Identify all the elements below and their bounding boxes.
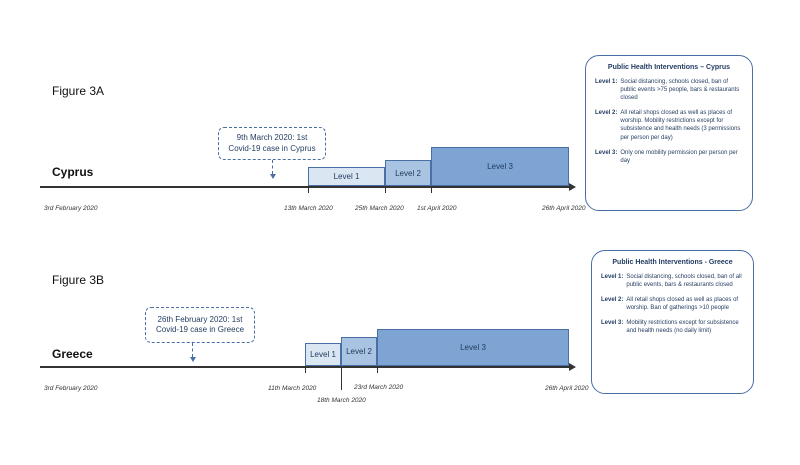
figure-3b-title: Figure 3B bbox=[52, 273, 105, 287]
level-3-bar-greece: Level 3 bbox=[377, 329, 569, 366]
callout-pointer-tip bbox=[190, 357, 196, 362]
timeline-axis-cyprus bbox=[40, 186, 570, 188]
intervention-item: Level 1: Social distancing, schools clos… bbox=[601, 273, 744, 289]
first-case-callout-cyprus: 9th March 2020: 1st Covid-19 case in Cyp… bbox=[218, 127, 326, 160]
item-label: Level 1: bbox=[601, 274, 624, 280]
date-level3-cyprus: 1st April 2020 bbox=[417, 205, 457, 212]
item-label: Level 3: bbox=[601, 320, 624, 327]
callout-pointer bbox=[192, 343, 193, 357]
callout-line-2: Covid-19 case in Cyprus bbox=[228, 143, 316, 153]
level-3-bar-cyprus: Level 3 bbox=[431, 147, 569, 186]
date-start-greece: 3rd February 2020 bbox=[44, 385, 98, 392]
intervention-item: Level 2: All retail shops closed as well… bbox=[595, 109, 743, 141]
timeline-arrowhead bbox=[569, 363, 576, 371]
date-level2-greece: 18th March 2020 bbox=[317, 397, 366, 404]
item-text: Mobility restrictions except for subsist… bbox=[626, 320, 739, 335]
callout-pointer bbox=[272, 160, 273, 174]
date-level1-greece: 11th March 2020 bbox=[268, 385, 317, 392]
level-2-bar-cyprus: Level 2 bbox=[385, 160, 431, 186]
level-1-bar-cyprus: Level 1 bbox=[308, 167, 385, 186]
item-label: Level 3: bbox=[595, 149, 618, 156]
panel-title: Public Health Interventions – Cyprus bbox=[607, 64, 731, 71]
intervention-item: Level 1: Social distancing, schools clos… bbox=[595, 78, 743, 102]
timeline-tick bbox=[385, 186, 386, 193]
item-text: All retail shops closed as well as place… bbox=[620, 110, 741, 141]
item-label: Level 2: bbox=[595, 110, 618, 117]
date-level2-cyprus: 25th March 2020 bbox=[355, 205, 404, 212]
date-start-cyprus: 3rd February 2020 bbox=[44, 205, 98, 212]
item-text: Only one mobility permission per person … bbox=[620, 149, 738, 164]
level-2-bar-greece: Level 2 bbox=[341, 337, 377, 366]
item-text: Social distancing, schools closed, ban o… bbox=[620, 79, 740, 102]
first-case-callout-greece: 26th February 2020: 1st Covid-19 case in… bbox=[145, 307, 255, 343]
timeline-tick bbox=[431, 186, 432, 193]
timeline-tick bbox=[341, 366, 342, 390]
intervention-item: Level 2: All retail shops closed as well… bbox=[601, 296, 744, 312]
timeline-tick bbox=[305, 366, 306, 373]
intervention-item: Level 3: Mobility restrictions except fo… bbox=[601, 319, 744, 335]
callout-pointer-tip bbox=[270, 174, 276, 179]
callout-line-2: Covid-19 case in Greece bbox=[155, 325, 245, 334]
timeline-arrowhead bbox=[569, 183, 576, 191]
timeline-tick bbox=[377, 366, 378, 373]
figure-3a-title: Figure 3A bbox=[52, 84, 105, 98]
item-label: Level 1: bbox=[595, 79, 618, 85]
item-text: Social distancing, schools closed, ban o… bbox=[626, 274, 742, 289]
date-level3-greece: 23rd March 2020 bbox=[354, 384, 404, 391]
intervention-item: Level 3: Only one mobility permission pe… bbox=[595, 149, 743, 165]
interventions-panel-greece: Public Health Interventions - Greece Lev… bbox=[591, 250, 754, 394]
timeline-tick bbox=[308, 186, 309, 193]
item-text: All retail shops closed as well as place… bbox=[626, 297, 739, 312]
item-label: Level 2: bbox=[601, 297, 624, 304]
country-label-greece: Greece bbox=[52, 347, 93, 361]
callout-line-1: 26th February 2020: 1st bbox=[157, 314, 243, 324]
callout-line-1: 9th March 2020: 1st bbox=[236, 133, 308, 143]
country-label-cyprus: Cyprus bbox=[52, 165, 94, 179]
panel-title: Public Health Interventions - Greece bbox=[612, 259, 733, 266]
date-level1-cyprus: 13th March 2020 bbox=[284, 205, 333, 212]
interventions-panel-cyprus: Public Health Interventions – Cyprus Lev… bbox=[585, 55, 753, 211]
date-end-greece: 26th April 2020 bbox=[545, 385, 589, 392]
level-1-bar-greece: Level 1 bbox=[305, 343, 341, 366]
date-end-cyprus: 26th April 2020 bbox=[542, 205, 586, 212]
